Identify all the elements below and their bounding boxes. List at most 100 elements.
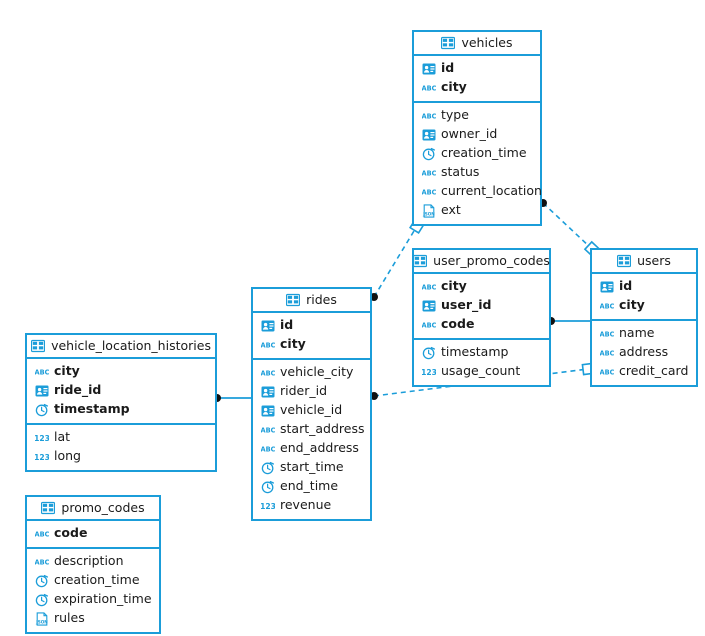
abc-icon: ABC — [422, 318, 436, 332]
field-row[interactable]: ABC credit_card — [592, 362, 696, 381]
clock-icon — [261, 461, 275, 475]
abc-icon: ABC — [422, 109, 436, 123]
entity-header[interactable]: vehicles — [414, 32, 540, 56]
field-row[interactable]: creation_time — [414, 144, 540, 163]
entity-header[interactable]: promo_codes — [27, 497, 159, 521]
abc-icon: ABC — [422, 166, 436, 180]
svg-text:123: 123 — [35, 453, 49, 462]
field-label: id — [441, 60, 455, 76]
field-row[interactable]: end_time — [253, 477, 370, 496]
abc-icon: ABC — [422, 280, 436, 294]
table-icon — [413, 254, 428, 268]
field-label: creation_time — [441, 145, 527, 161]
field-row[interactable]: ride_id — [27, 381, 215, 400]
table-icon — [617, 254, 632, 268]
field-label: city — [54, 363, 80, 379]
id-card-icon — [261, 385, 275, 399]
field-label: name — [619, 325, 655, 341]
field-row[interactable]: rider_id — [253, 382, 370, 401]
abc-icon: ABC — [600, 327, 614, 341]
field-label: creation_time — [54, 572, 140, 588]
abc-icon: ABC — [35, 365, 49, 379]
entity-header[interactable]: rides — [253, 289, 370, 313]
abc-icon: ABC — [35, 555, 49, 569]
field-label: owner_id — [441, 126, 498, 142]
field-row[interactable]: ABC city — [592, 296, 696, 315]
field-row[interactable]: id — [414, 59, 540, 78]
abc-icon: ABC — [261, 423, 275, 437]
field-row[interactable]: vehicle_id — [253, 401, 370, 420]
abc-icon: ABC — [600, 299, 614, 313]
field-row[interactable]: timestamp — [414, 343, 549, 362]
field-row[interactable]: expiration_time — [27, 590, 159, 609]
entity-header[interactable]: users — [592, 250, 696, 274]
abc-icon: ABC — [261, 366, 275, 380]
field-row[interactable]: owner_id — [414, 125, 540, 144]
svg-text:ABC: ABC — [422, 283, 436, 291]
json-icon: JSON — [35, 611, 49, 626]
clock-icon — [261, 480, 275, 494]
field-label: credit_card — [619, 363, 689, 379]
field-row[interactable]: ABC city — [253, 335, 370, 354]
field-row[interactable]: ABC name — [592, 324, 696, 343]
relationship-vehicle_location_histories-to-rides[interactable] — [213, 394, 251, 402]
entity-title: promo_codes — [61, 499, 145, 515]
field-label: current_location — [441, 183, 542, 199]
field-row[interactable]: start_time — [253, 458, 370, 477]
field-row[interactable]: creation_time — [27, 571, 159, 590]
entity-header[interactable]: user_promo_codes — [413, 250, 550, 274]
relationship-user_promo_codes-to-users[interactable] — [547, 317, 590, 325]
svg-text:JSON: JSON — [422, 211, 435, 216]
id-card-icon — [261, 404, 275, 418]
entity-header[interactable]: vehicle_location_histories — [27, 335, 215, 359]
field-label: end_address — [280, 440, 359, 456]
svg-text:ABC: ABC — [600, 330, 614, 338]
svg-text:ABC: ABC — [422, 188, 436, 196]
id-card-icon — [422, 62, 436, 76]
field-row[interactable]: id — [592, 277, 696, 296]
svg-text:ABC: ABC — [261, 341, 275, 349]
field-label: city — [280, 336, 306, 352]
svg-text:ABC: ABC — [600, 368, 614, 376]
field-label: rider_id — [280, 383, 328, 399]
field-row[interactable]: timestamp — [27, 400, 215, 419]
field-row[interactable]: ABC current_location — [414, 182, 542, 201]
abc-icon: ABC — [600, 346, 614, 360]
field-row[interactable]: user_id — [414, 296, 549, 315]
field-label: city — [619, 297, 645, 313]
field-row[interactable]: ABC city — [27, 362, 215, 381]
clock-icon — [35, 593, 49, 607]
abc-icon: ABC — [35, 527, 49, 541]
svg-text:ABC: ABC — [422, 84, 436, 92]
clock-icon — [422, 147, 436, 161]
field-row[interactable]: id — [253, 316, 370, 335]
clock-icon — [35, 574, 49, 588]
